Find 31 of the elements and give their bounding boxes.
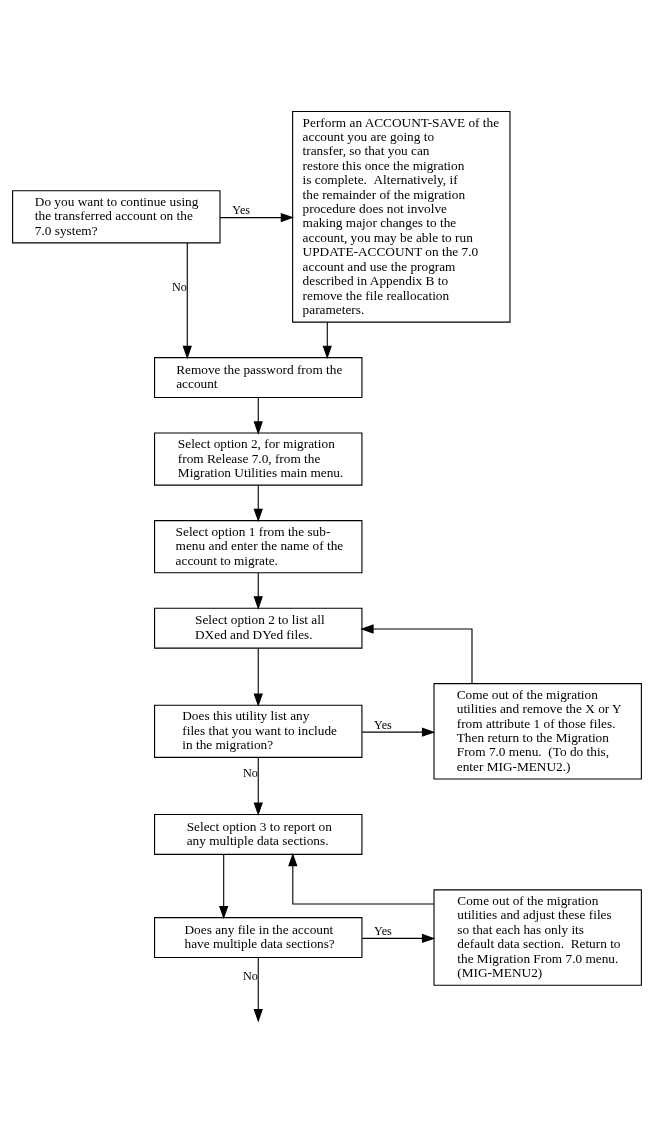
arrow xyxy=(253,572,263,610)
arrow xyxy=(253,757,263,816)
arrow xyxy=(253,648,263,707)
node-box: Does any file in the account have multiple data sections? xyxy=(154,917,363,959)
node-box: Do you want to continue using the transferred account on the 7.0 system? xyxy=(12,190,221,244)
edge-label: No xyxy=(243,765,258,780)
node-box: Remove the password from the account xyxy=(154,357,363,399)
edge-label: No xyxy=(172,280,187,295)
edge-label: Yes xyxy=(374,717,392,732)
node-box: Come out of the migration utilities and remove the X or Y from attribute 1 of those files. Then return to the Migration From 7.0 menu. (To do this, enter MIG-MENU2.) xyxy=(433,683,642,780)
arrow xyxy=(288,852,435,905)
node-box: Come out of the migration utilities and adjust these files so that each has only its default data section. Return to the Migration From 7.0 menu. (MIG-MENU2) xyxy=(433,889,642,986)
arrow xyxy=(361,727,436,737)
node-box: Select option 2 to list all DXed and DYed files. xyxy=(154,607,363,649)
node-box: Perform an ACCOUNT-SAVE of the account you are going to transfer, so that you can restore this once the migration is complete. Alternatively, if the remainder of the migration procedure does not involve making major changes to the account, you may be able to run UPDATE-ACCOUNT on the 7.0 account and use the program described in Appendix B to remove the file reallocation parameters. xyxy=(292,110,511,323)
arrow xyxy=(361,933,436,944)
arrow xyxy=(219,854,229,920)
node-box: Select option 2, for migration from Release 7.0, from the Migration Utilities main menu. xyxy=(154,432,363,486)
node-box: Does this utility list any files that you want to include in the migration? xyxy=(154,704,363,758)
arrow xyxy=(253,397,263,435)
edge-label: Yes xyxy=(374,923,392,938)
arrow xyxy=(253,957,263,1023)
arrow xyxy=(322,321,332,360)
edge-label: No xyxy=(243,969,258,984)
arrow xyxy=(253,484,263,523)
arrow xyxy=(219,212,295,223)
node-box: Select option 3 to report on any multiple data sections. xyxy=(154,813,363,855)
edge-label: Yes xyxy=(232,203,251,218)
arrow xyxy=(182,242,192,360)
arrow xyxy=(360,624,473,684)
node-box: Select option 1 from the sub-menu and enter the name of the account to migrate. xyxy=(154,520,363,574)
